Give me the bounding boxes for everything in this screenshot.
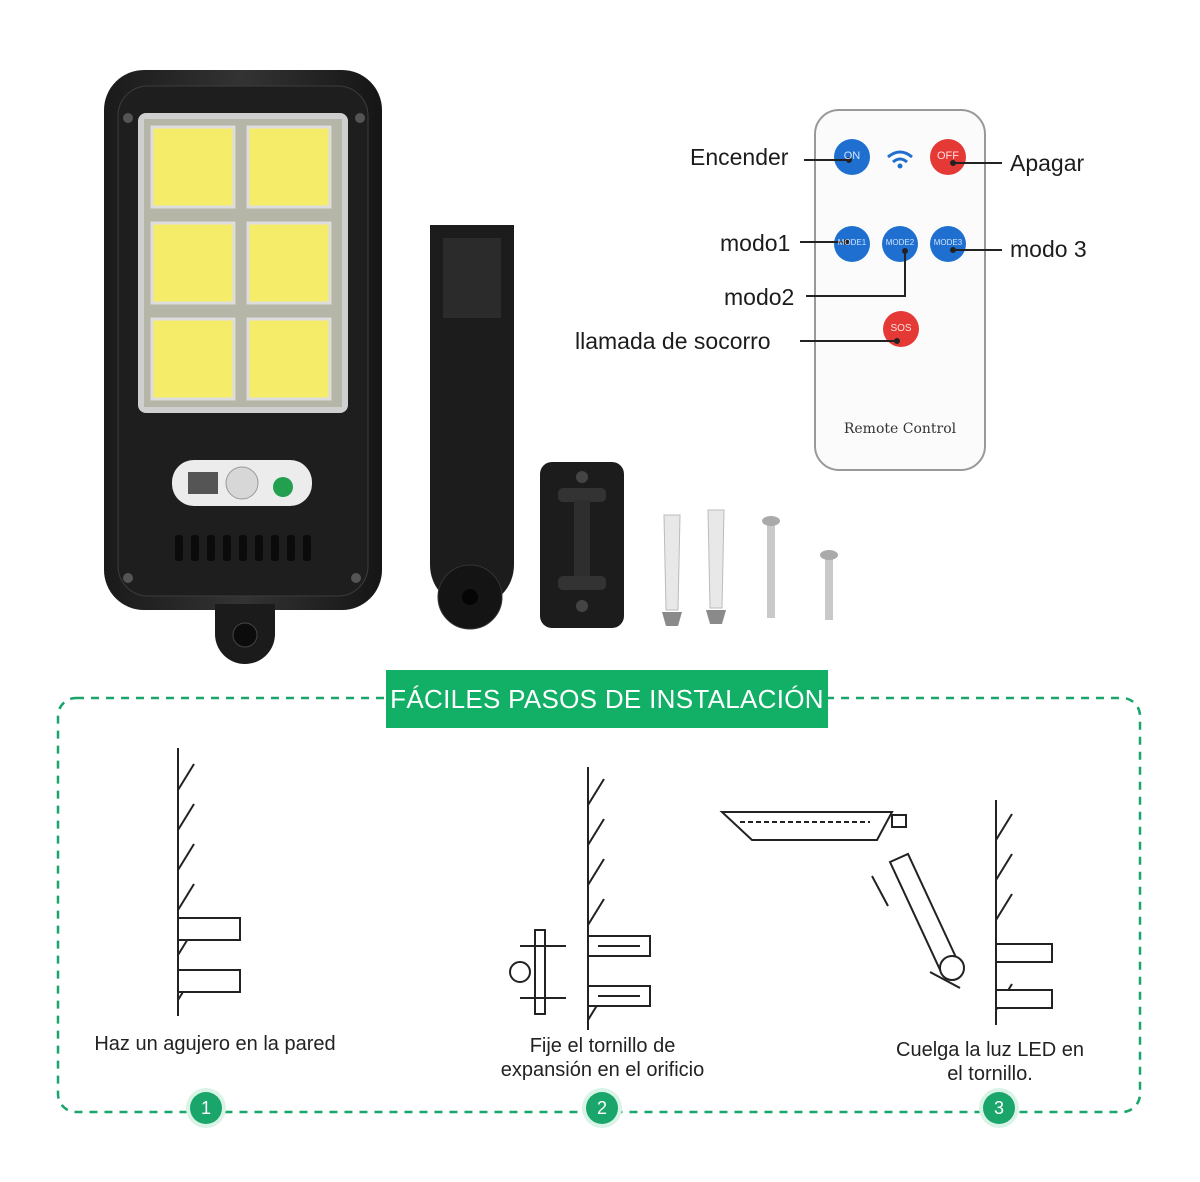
screws-and-anchors: [662, 509, 838, 626]
label-modo1: modo1: [720, 230, 791, 256]
label-socorro: llamada de socorro: [575, 328, 771, 354]
step2-text-line2: expansión en el orificio: [500, 1059, 705, 1081]
step3-text: Cuelga la luz LED en el tornillo.: [860, 1038, 1120, 1086]
led-cells: [150, 125, 332, 401]
step2-text-line1: Fije el tornillo de: [529, 1035, 676, 1057]
step3-text-line2: el tornillo.: [947, 1063, 1033, 1085]
btn-sos: SOS: [890, 323, 912, 334]
step3-badge: 3: [983, 1092, 1015, 1124]
step2-diagram: [509, 767, 651, 1030]
btn-on: ON: [843, 150, 861, 162]
remote-label: Remote Control: [843, 421, 957, 437]
install-title-banner: FÁCILES PASOS DE INSTALACIÓN: [386, 670, 828, 728]
btn-off: OFF: [937, 150, 959, 162]
remote-control: [800, 109, 1002, 471]
solar-lamp: [104, 70, 382, 664]
step3-text-line1: Cuelga la luz LED en: [896, 1039, 1084, 1061]
mounting-arm: [430, 225, 514, 630]
install-frame: [56, 696, 1142, 1114]
btn-mode2: MODE2: [885, 238, 915, 247]
label-modo3: modo 3: [1010, 236, 1087, 262]
btn-mode1: MODE1: [837, 238, 867, 247]
btn-mode3: MODE3: [933, 238, 963, 247]
step3-diagram: [719, 800, 1053, 1025]
label-apagar: Apagar: [1010, 150, 1085, 176]
label-modo2: modo2: [724, 284, 795, 310]
wall-plate: [540, 462, 624, 628]
step2-text: Fije el tornillo de expansión en el orif…: [460, 1034, 745, 1082]
step2-badge: 2: [586, 1092, 618, 1124]
step1-badge: 1: [190, 1092, 222, 1124]
step1-text: Haz un agujero en la pared: [94, 1033, 336, 1055]
step1-diagram: [177, 748, 241, 1016]
label-encender: Encender: [690, 144, 789, 170]
